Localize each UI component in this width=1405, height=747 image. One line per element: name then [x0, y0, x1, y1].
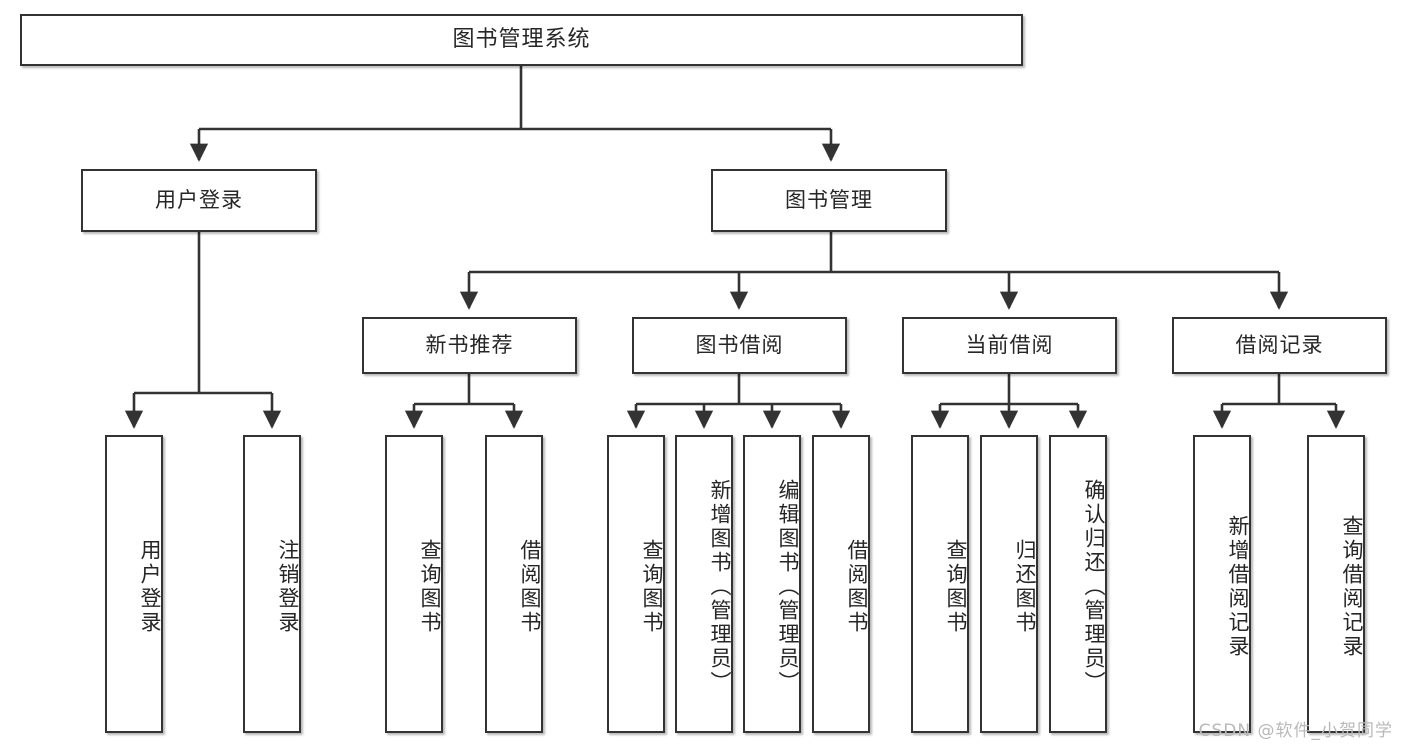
leaf-user-logout[interactable]: 注销登录 [243, 435, 301, 733]
leaf-user-login[interactable]: 用户登录 [105, 435, 163, 733]
leaf-return-book[interactable]: 归还图书 [980, 435, 1038, 733]
leaf-borrow-book-borrow[interactable]: 借阅图书 [812, 435, 870, 733]
node-user-login[interactable]: 用户登录 [81, 169, 317, 232]
leaf-edit-book-admin[interactable]: 编辑图书（管理员） [743, 435, 801, 733]
csdn-watermark: CSDN @软件_小贺同学 [1198, 721, 1393, 741]
node-book-borrow[interactable]: 图书借阅 [632, 317, 847, 374]
leaf-query-book-current[interactable]: 查询图书 [911, 435, 969, 733]
node-root-book-management-system[interactable]: 图书管理系统 [20, 14, 1023, 66]
leaf-query-book-borrow[interactable]: 查询图书 [607, 435, 665, 733]
node-borrow-record[interactable]: 借阅记录 [1172, 317, 1387, 374]
leaf-add-borrow-record[interactable]: 新增借阅记录 [1193, 435, 1251, 733]
leaf-add-book-admin[interactable]: 新增图书（管理员） [675, 435, 733, 733]
node-new-book-recommendation[interactable]: 新书推荐 [362, 317, 577, 374]
leaf-confirm-return-admin[interactable]: 确认归还（管理员） [1049, 435, 1107, 733]
leaf-borrow-book-new-rec[interactable]: 借阅图书 [485, 435, 543, 733]
leaf-query-book-new-rec[interactable]: 查询图书 [385, 435, 443, 733]
node-book-management[interactable]: 图书管理 [711, 169, 947, 232]
leaf-query-borrow-record[interactable]: 查询借阅记录 [1307, 435, 1365, 733]
node-current-borrow[interactable]: 当前借阅 [902, 317, 1117, 374]
